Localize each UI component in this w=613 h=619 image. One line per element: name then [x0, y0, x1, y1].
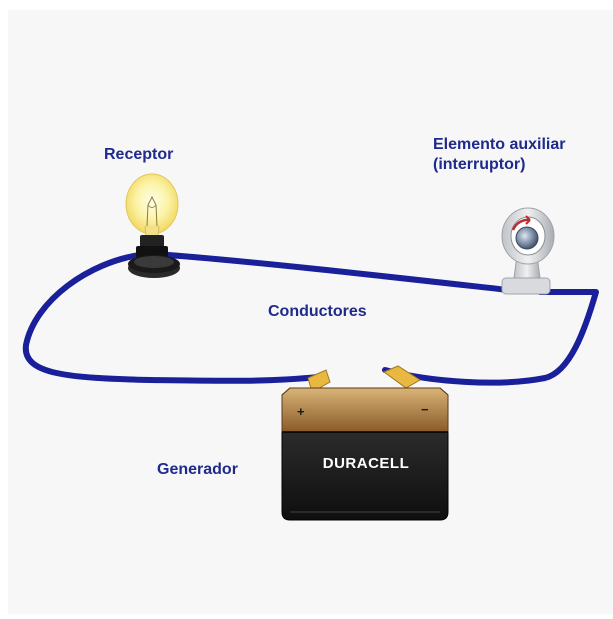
light-bulb-icon — [125, 173, 180, 278]
receptor-label: Receptor — [104, 146, 174, 163]
wire-group — [22, 252, 599, 386]
switch-icon — [501, 207, 555, 295]
conductores-label: Conductores — [268, 303, 367, 320]
positive-sign: + — [297, 404, 305, 419]
generador-label: Generador — [157, 461, 238, 478]
negative-terminal — [382, 365, 421, 389]
wire-bulb-to-switch — [165, 252, 511, 293]
battery-icon — [281, 365, 449, 521]
battery-brand-text: DURACELL — [322, 455, 410, 472]
auxiliar-label: Elemento auxiliar (interruptor) — [433, 135, 566, 175]
wire-switch-to-negative — [382, 289, 599, 386]
positive-terminal — [307, 369, 331, 393]
wire-bulb-to-positive — [22, 252, 321, 384]
negative-sign: − — [421, 402, 429, 417]
auxiliar-label-line2: (interruptor) — [433, 156, 526, 173]
auxiliar-label-line1: Elemento auxiliar — [433, 136, 566, 153]
